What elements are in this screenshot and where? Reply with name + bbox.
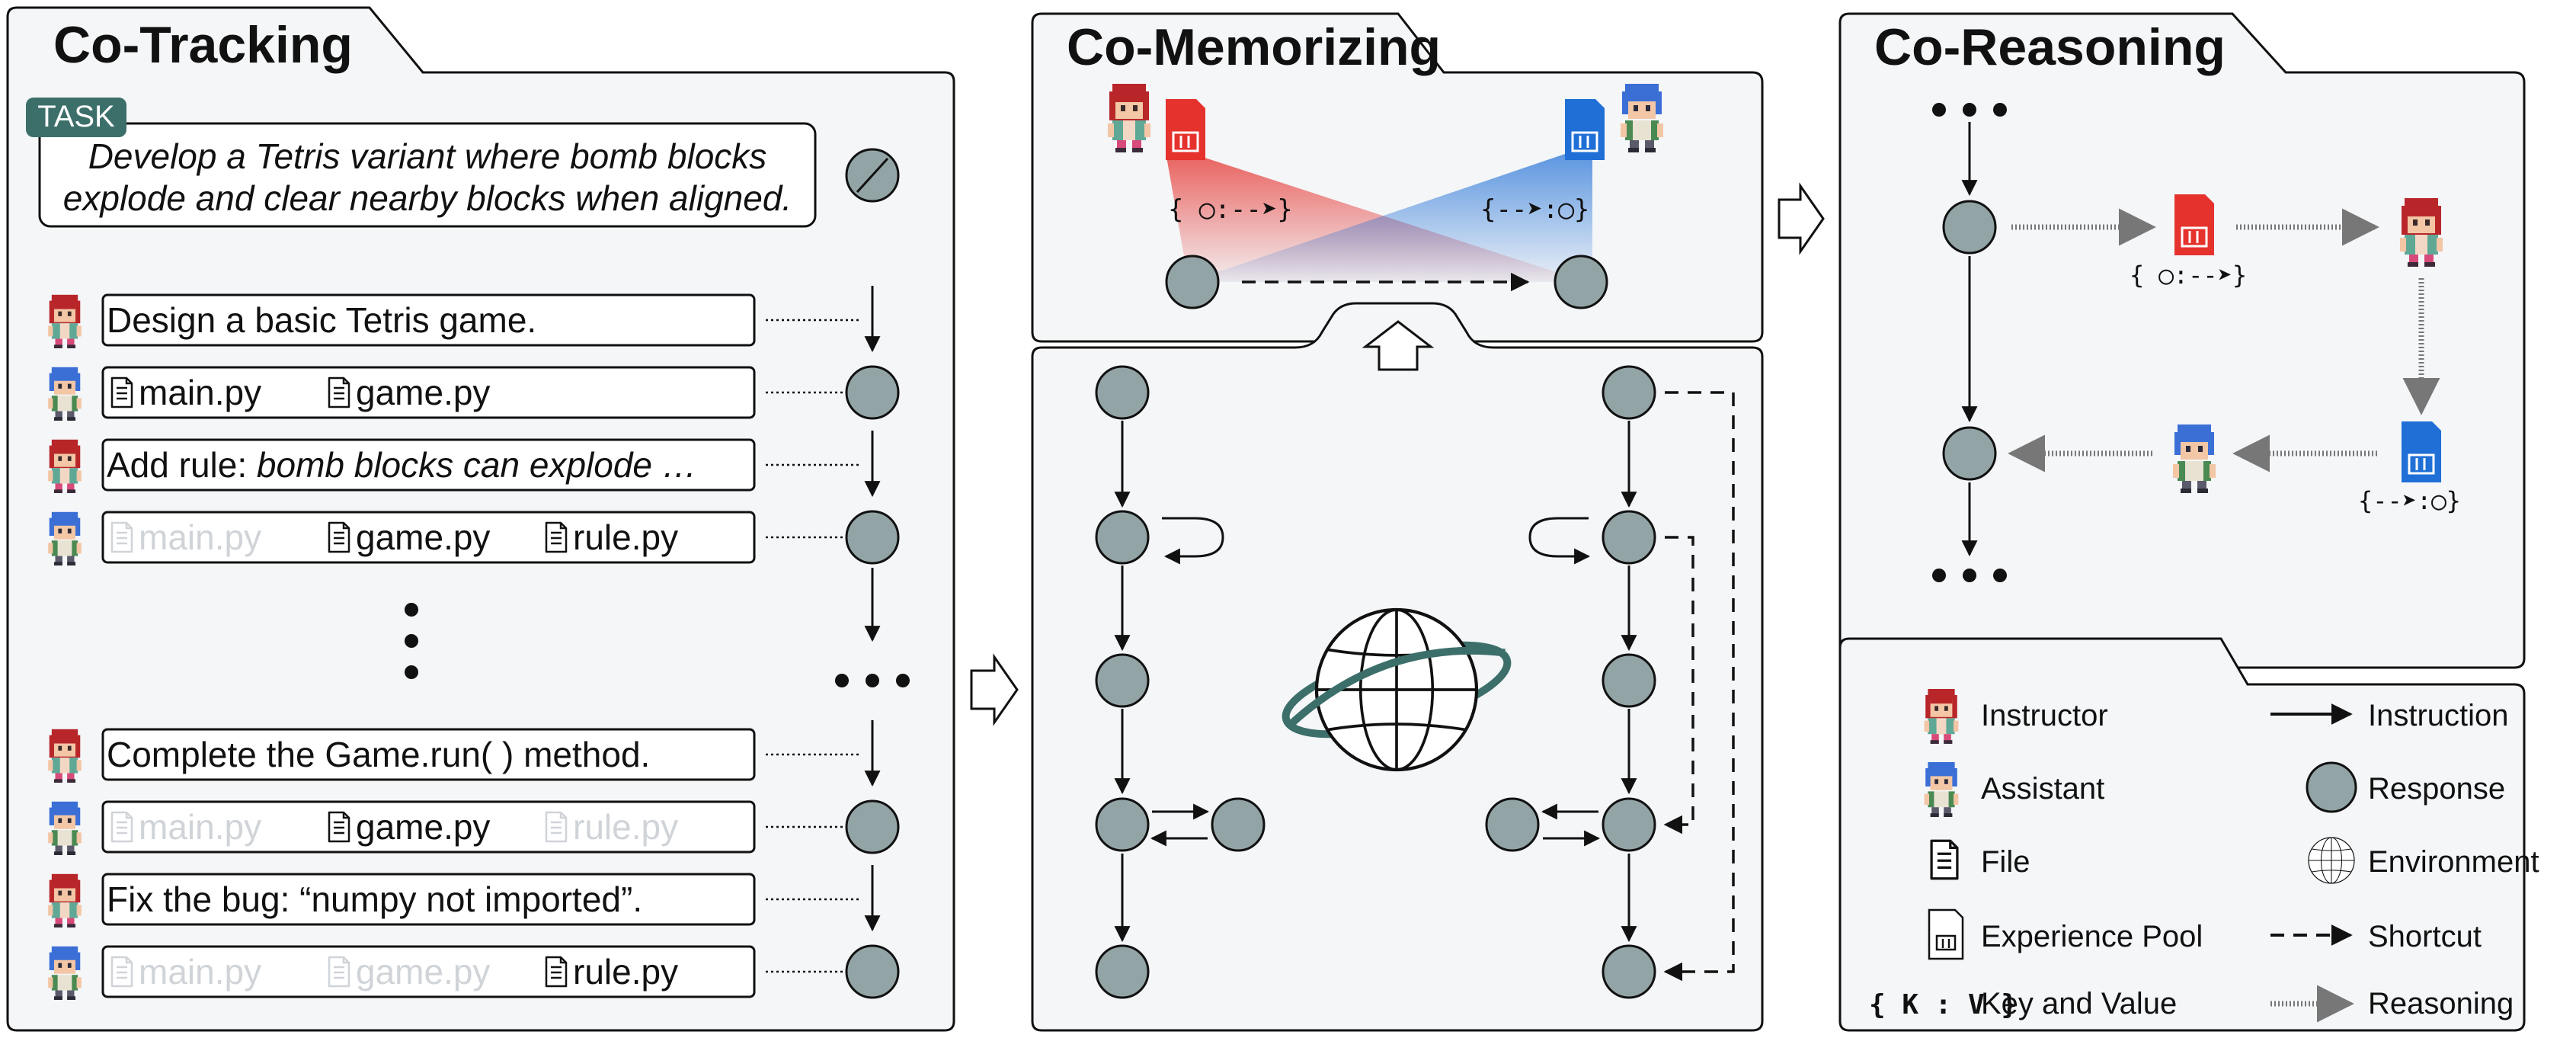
svg-text:Reasoning: Reasoning [2368,987,2514,1020]
task-badge [26,98,126,137]
flow-arrow-1 [970,653,1019,726]
svg-text:Environment: Environment [2368,845,2539,879]
environment-globe-icon [1282,610,1512,770]
step-row-3: Add rule: bomb blocks can explode … [48,431,881,498]
legend-shortcut: Shortcut [2270,920,2482,953]
horizontal-ellipsis [835,674,910,687]
file-name: game.py [356,807,490,847]
pool-red-icon [1164,98,1207,162]
reasoning-kv-key: { ◯:--➤} [2130,261,2247,290]
legend-panel [1838,637,2526,1032]
svg-text:File: File [1981,845,2030,879]
legend-experience-pool: Experience Pool [1928,908,2203,960]
file-name: game.py [356,517,490,557]
file-name: main.py [139,807,261,847]
step-box [101,728,756,781]
response-node [845,510,900,565]
co-reasoning-panel [1838,12,2526,669]
task-box [38,122,817,228]
svg-text:Shortcut: Shortcut [2368,920,2482,953]
file-name: game.py [356,952,490,992]
file-name: main.py [139,517,261,557]
file-name: rule.py [573,517,678,557]
step-box [101,366,756,419]
file-name: rule.py [573,807,678,847]
step-row-1: Design a basic Tetris game. [48,286,881,353]
file-name: rule.py [573,952,678,992]
task-line-1: Develop a Tetris variant where bomb bloc… [88,136,767,176]
legend-instructor: Instructor [1924,689,2108,744]
task-badge-label: TASK [37,100,115,133]
step-box [101,511,756,564]
step-box [101,800,756,854]
legend-key-value: { K : V } Key and Value [1869,987,2177,1020]
step-box [101,293,756,347]
task-line-2: explode and clear nearby blocks when ali… [63,178,792,218]
step-box [101,945,756,998]
svg-text:Instructor: Instructor [1981,699,2108,732]
up-arrow [1362,320,1435,371]
kv-key-label: { ◯:--➤} [1168,194,1293,225]
response-node [845,799,900,854]
svg-text:Assistant: Assistant [1981,772,2104,806]
file-icon [110,956,133,988]
file-icon [328,956,350,988]
step-row-6: main.py game.py rule.py [48,799,900,855]
legend-environment: Environment [2308,837,2539,884]
file-icon [110,811,133,843]
legend-instruction: Instruction [2270,699,2509,732]
vertical-ellipsis [405,603,418,679]
flow-arrow-2 [1778,182,1825,255]
pool-blue-icon [1563,98,1606,162]
step-text: Design a basic Tetris game. [107,300,536,340]
svg-text:Key and Value: Key and Value [1981,987,2177,1020]
legend-response: Response [2306,761,2505,813]
legend-assistant: Assistant [1924,762,2104,817]
legend-reasoning: Reasoning [2270,985,2514,1023]
file-icon [328,811,350,843]
response-node [845,944,900,999]
svg-text:Response: Response [2368,772,2505,806]
step-text: Add rule: bomb blocks can explode … [107,445,697,485]
memo-graph [1095,365,1735,999]
step-box [101,873,756,926]
file-icon [110,376,133,408]
svg-text:Experience Pool: Experience Pool [1981,920,2203,953]
file-icon [110,521,133,553]
file-name: game.py [356,373,490,412]
step-row-8: main.py game.py rule.py [48,944,900,1000]
kv-value-label: {--➤:◯} [1480,194,1589,225]
legend-file: File [1930,839,2030,880]
step-row-5: Complete the Game.run( ) method. [48,720,881,787]
task-start-node [845,148,900,203]
file-name: main.py [139,952,261,992]
co-tracking-title: Co-Tracking [53,16,353,74]
svg-text:{ K : V }: { K : V } [1869,989,2018,1020]
file-icon [545,521,568,553]
reasoning-kv-value: {--➤:◯} [2358,486,2461,515]
step-row-4: main.py game.py rule.py [48,510,900,565]
file-icon [328,521,350,553]
file-icon [328,376,350,408]
file-name: main.py [139,373,261,412]
step-text: Complete the Game.run( ) method. [107,735,650,774]
file-icon [545,956,568,988]
step-row-2: main.py game.py [48,365,900,421]
svg-text:Instruction: Instruction [2368,699,2509,732]
step-box [101,438,756,492]
co-reasoning-title: Co-Reasoning [1874,18,2226,76]
co-memorizing-title: Co-Memorizing [1067,18,1441,76]
step-row-7: Fix the bug: “numpy not imported”. [48,865,881,932]
response-node [845,365,900,420]
memo-node-right [1554,255,1608,309]
blue-fan [1189,152,1592,282]
memo-node-left [1165,255,1220,309]
reasoning-graph [1932,103,2443,582]
step-text: Fix the bug: “numpy not imported”. [107,879,642,919]
file-icon [545,811,568,843]
